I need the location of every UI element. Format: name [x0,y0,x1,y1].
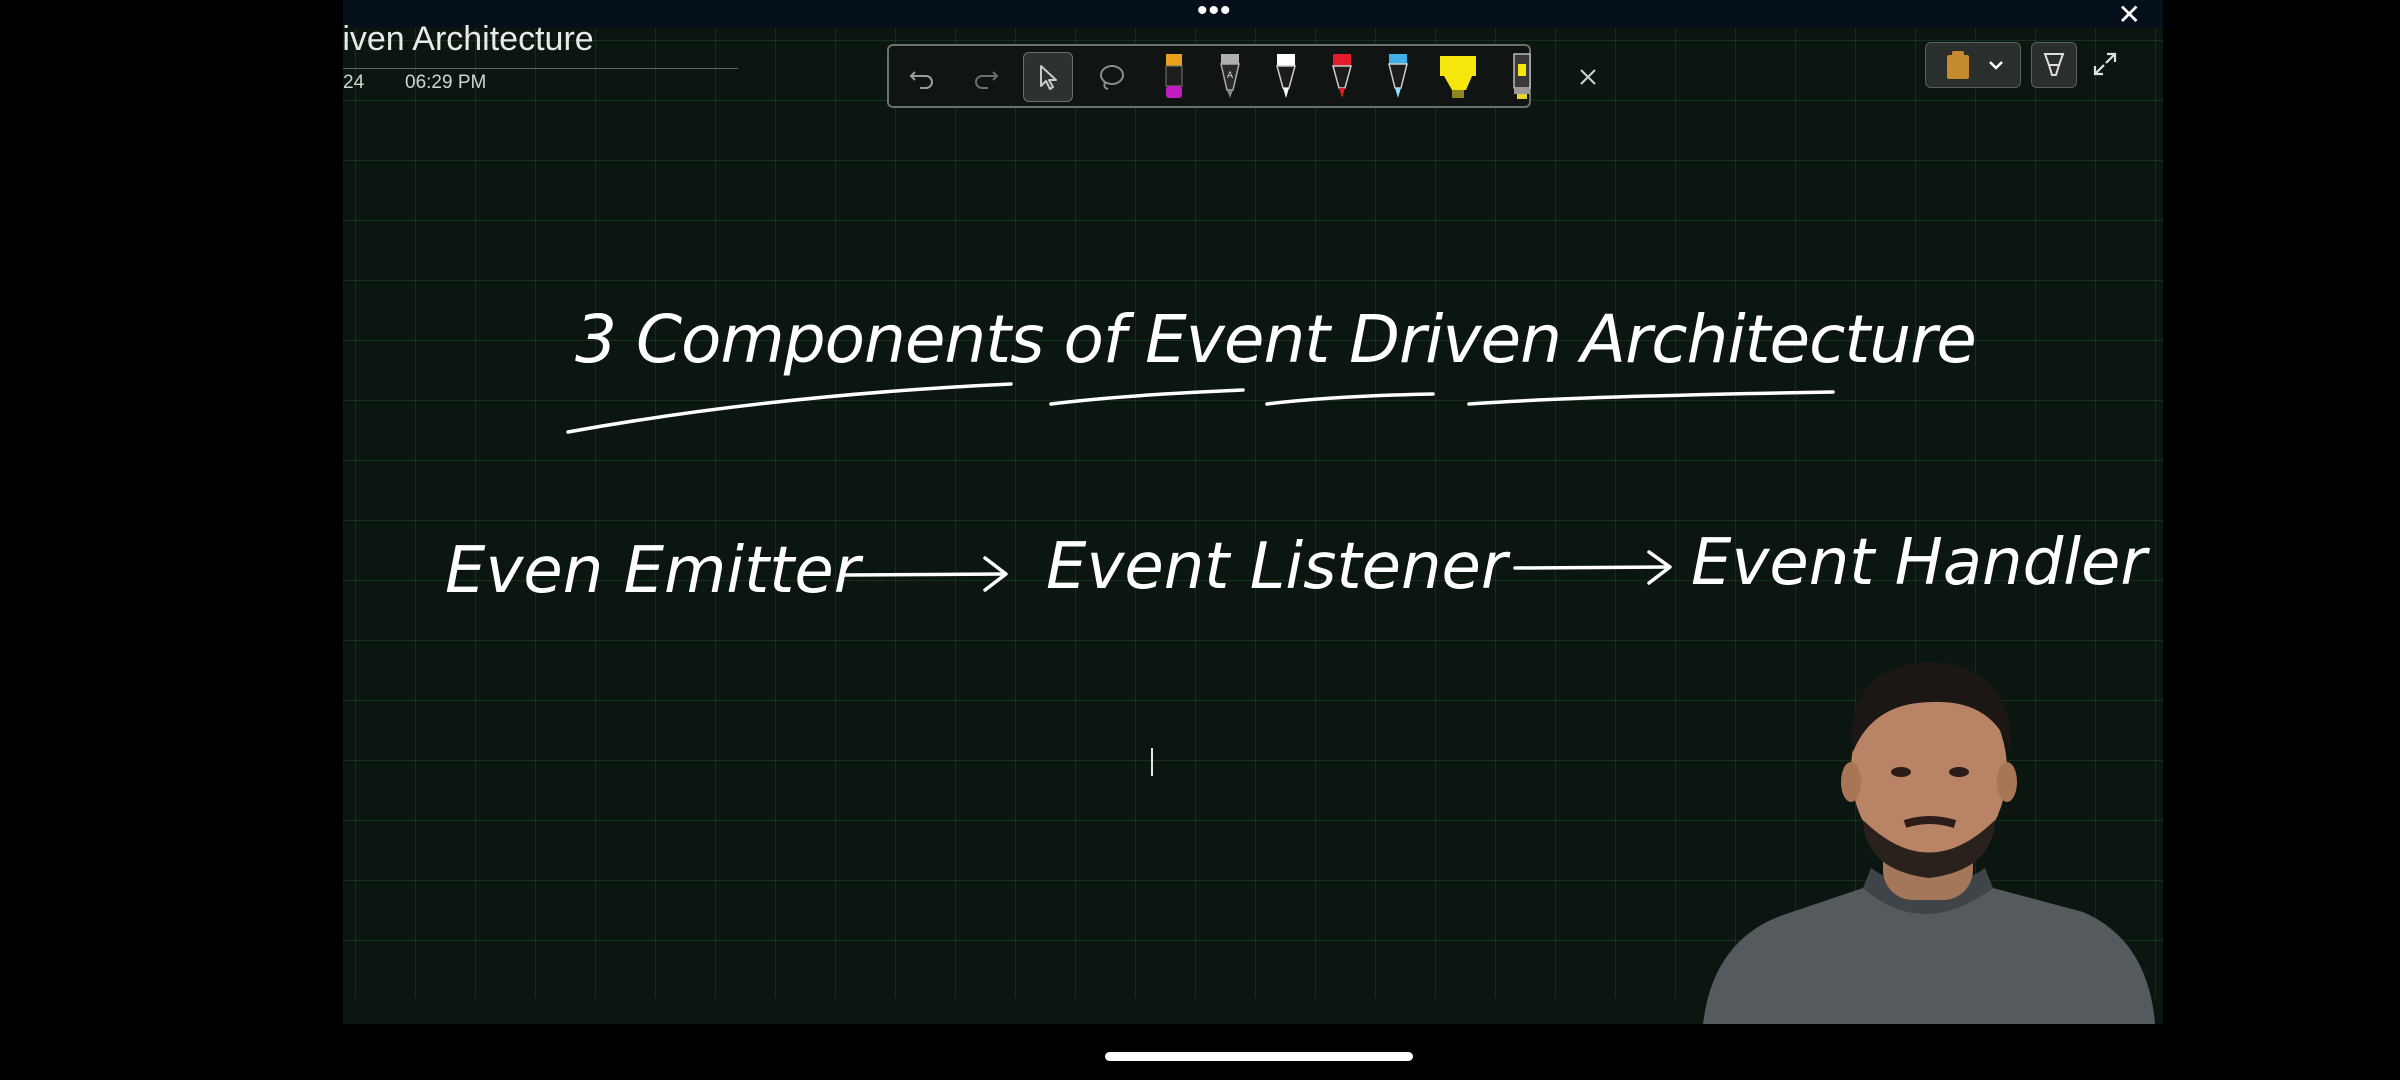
top-bar: ••• ✕ [343,0,2163,30]
notebook-button[interactable] [1925,42,2021,88]
grid-canvas[interactable] [343,28,2163,998]
redo-icon[interactable] [961,52,1011,102]
expand-icon[interactable] [2091,50,2119,83]
pen-red-icon[interactable] [1317,52,1367,102]
text-cursor [1151,748,1153,776]
presenter-avatar [1703,662,2155,1024]
heading-text: 3 Components of Event Driven Architectur… [575,301,1976,378]
pen-blue-icon[interactable] [1373,52,1423,102]
pen-gray-icon[interactable]: A [1205,52,1255,102]
close-icon[interactable]: ✕ [2117,0,2141,30]
note-time: 06:29 PM [405,72,487,93]
select-icon[interactable] [1023,52,1073,102]
flow-item-handler: Event Handler [1691,526,2150,600]
chevron-down-icon [1989,61,2003,70]
note-date: 24 [343,72,365,93]
pen-orange-icon[interactable] [1149,52,1199,102]
undo-icon[interactable] [897,52,947,102]
pen-toolbar: A [887,44,1596,108]
lasso-icon[interactable] [1087,52,1137,102]
pen-yellow-gray-icon[interactable] [1497,52,1547,102]
title-underline [343,68,738,69]
presenter-webcam [1693,640,2163,1024]
svg-text:A: A [1227,71,1234,81]
highlighter-button[interactable] [2031,42,2077,88]
highlighter-yellow-icon[interactable] [1433,52,1483,102]
highlighter-icon [2043,53,2065,76]
note-title: riven Architecture [343,20,594,58]
home-indicator[interactable] [1105,1052,1413,1061]
more-icon[interactable]: ••• [1197,0,1232,27]
flow-item-emitter: Even Emitter [445,534,864,608]
handwriting-canvas: 3 Components of Event Driven Architectur… [445,301,2150,608]
notebook-icon [1947,51,1969,79]
whiteboard-frame: ••• ✕ riven Architecture 24 06:29 PM A [343,0,2163,1024]
pen-white-icon[interactable] [1261,52,1311,102]
close-icon[interactable] [1563,52,1613,102]
flow-item-listener: Event Listener [1046,530,1511,604]
